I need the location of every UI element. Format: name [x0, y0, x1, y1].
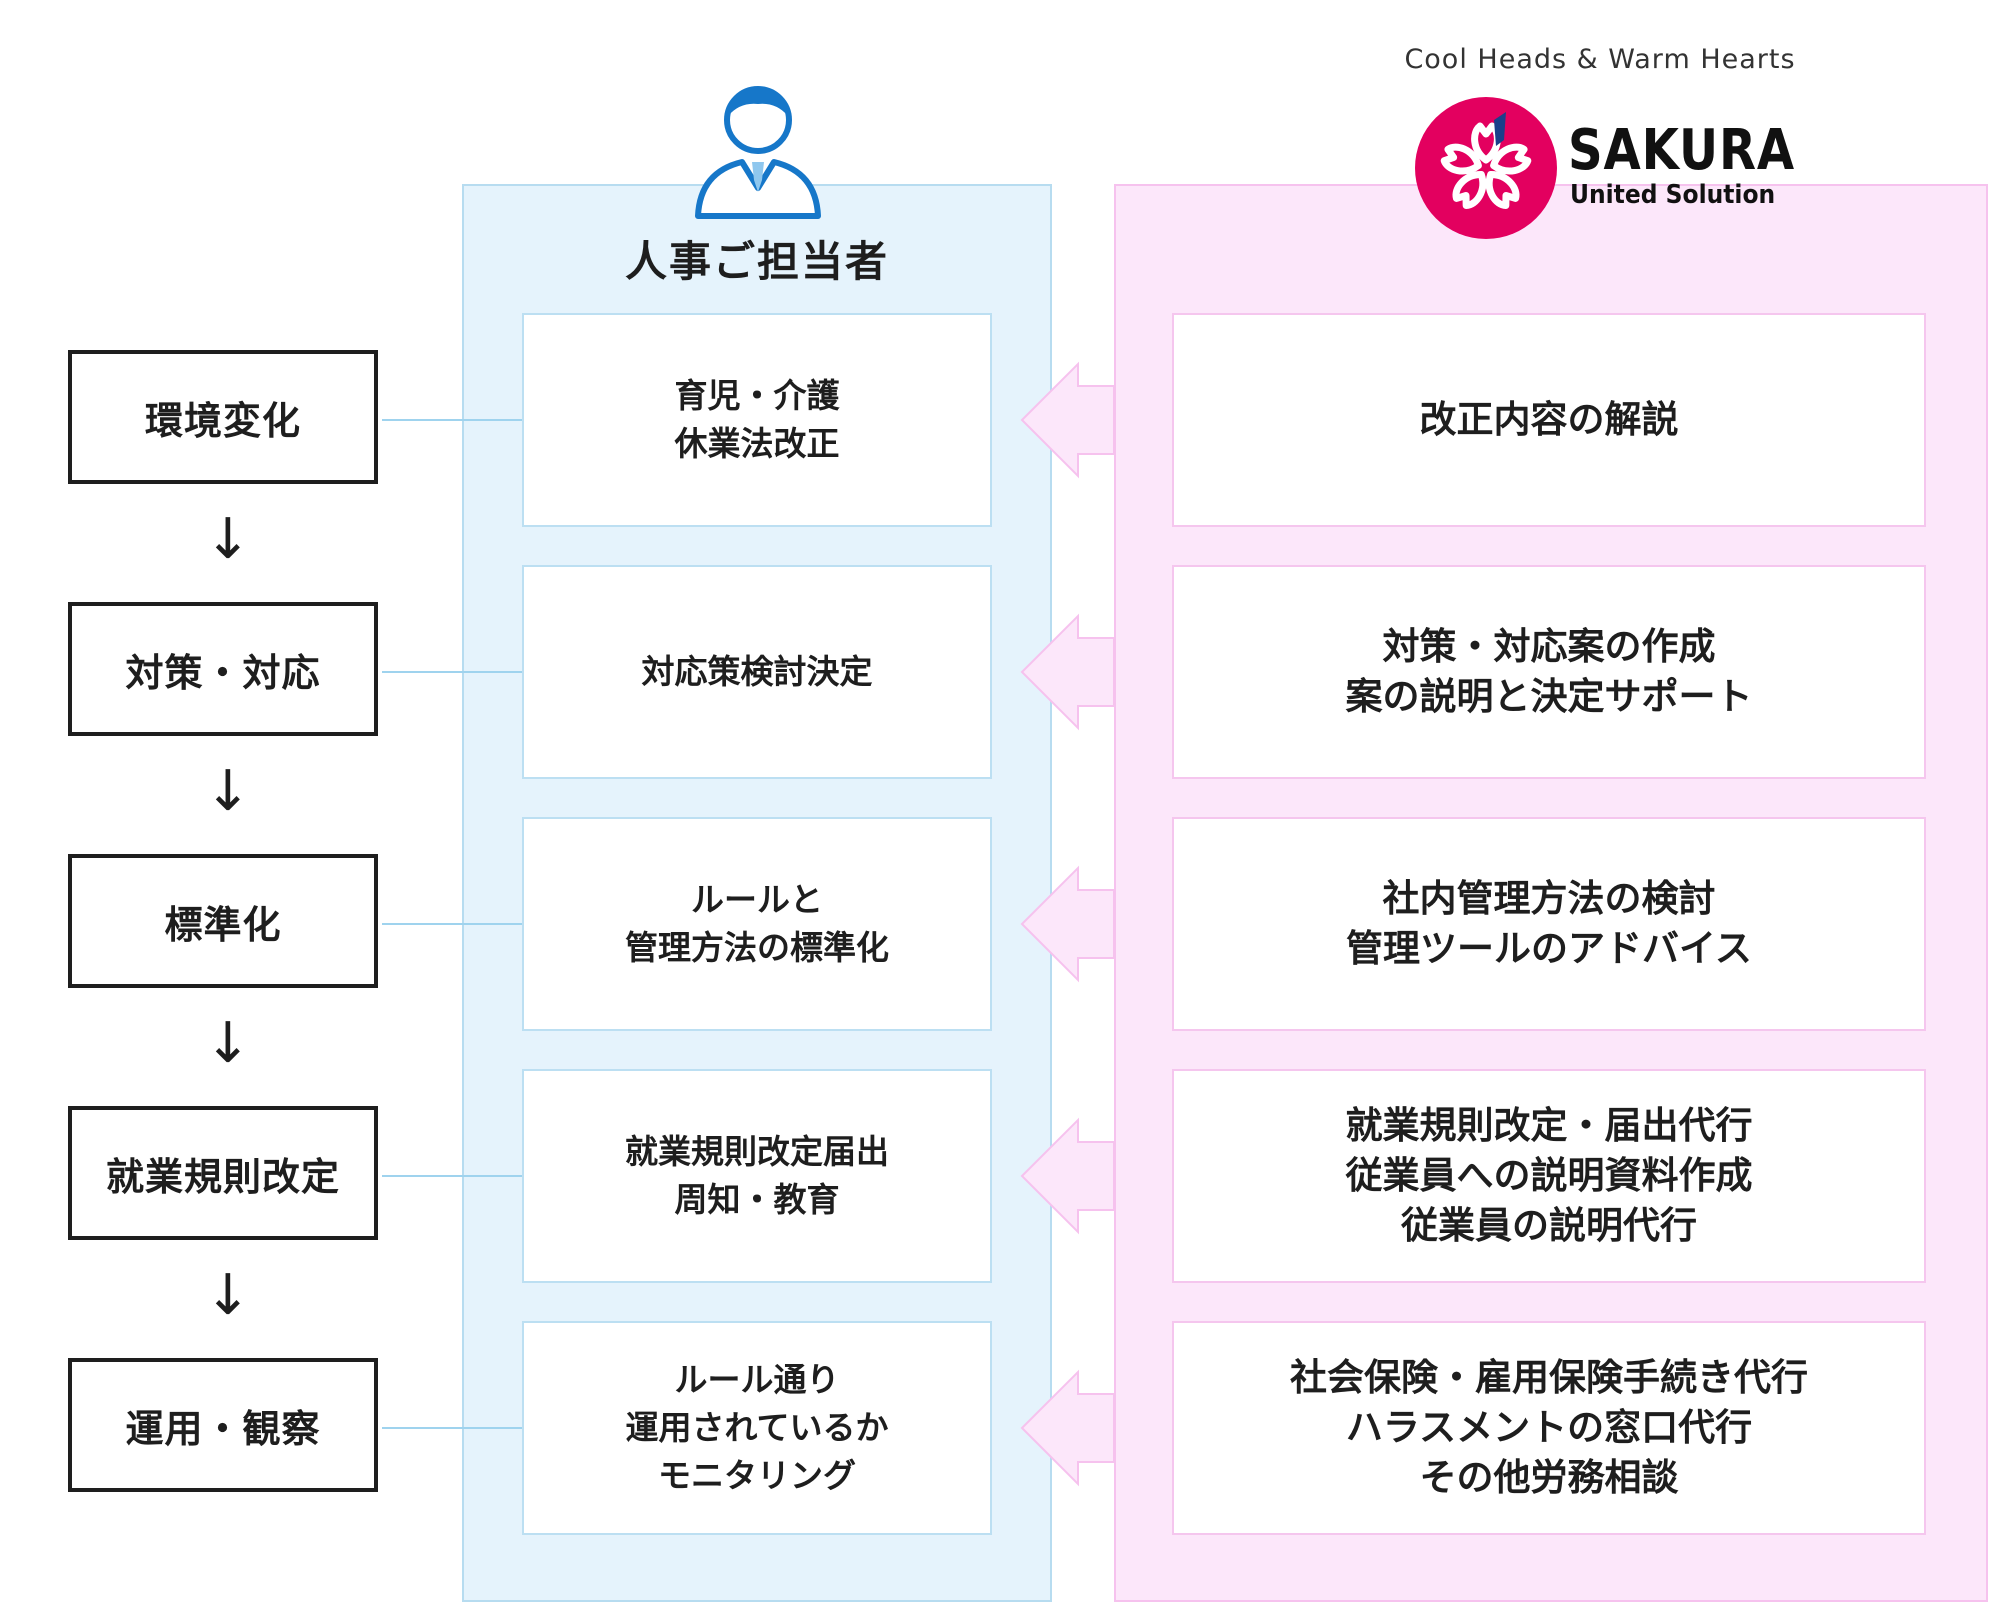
person-icon [690, 80, 826, 220]
brand-name: SAKURA [1568, 118, 1796, 183]
tagline: Cool Heads & Warm Hearts [1404, 44, 1796, 75]
left-arrow-icon [1020, 854, 1180, 994]
stage-box: 環境変化 [68, 350, 378, 484]
hr-task-line: ルール通り [674, 1360, 840, 1399]
down-arrow-icon: ↓ [204, 1263, 252, 1328]
hr-task-line: 対応策検討決定 [641, 652, 873, 691]
hr-task-line: 休業法改正 [674, 424, 840, 463]
hr-task-line: モニタリング [658, 1456, 856, 1495]
sakura-service-line: 管理ツールのアドバイス [1346, 927, 1752, 970]
hr-task-box: 育児・介護 休業法改正 [522, 313, 992, 527]
sakura-logo [1414, 96, 1558, 240]
down-arrow-icon: ↓ [204, 759, 252, 824]
hr-task-line: 管理方法の標準化 [625, 928, 889, 967]
hr-task-line: 育児・介護 [674, 376, 840, 415]
sakura-service-line: 就業規則改定・届出代行 [1345, 1104, 1753, 1147]
stage-box: 標準化 [68, 854, 378, 988]
hr-task-box: ルール通り 運用されているか モニタリング [522, 1321, 992, 1535]
left-arrow-icon [1020, 350, 1180, 490]
connector-line [382, 1427, 522, 1429]
sakura-service-line: ハラスメントの窓口代行 [1345, 1406, 1753, 1449]
stage-box: 対策・対応 [68, 602, 378, 736]
sakura-service-line: 対策・対応案の作成 [1382, 625, 1716, 668]
sakura-service-line: 従業員の説明代行 [1401, 1204, 1697, 1247]
hr-task-box: 対応策検討決定 [522, 565, 992, 779]
sakura-service-box: 改正内容の解説 [1172, 313, 1926, 527]
left-arrow-icon [1020, 1106, 1180, 1246]
hr-task-line: ルールと [691, 880, 823, 919]
sakura-service-line: その他労務相談 [1419, 1456, 1679, 1499]
down-arrow-icon: ↓ [204, 1011, 252, 1076]
connector-line [382, 419, 522, 421]
sakura-service-line: 社会保険・雇用保険手続き代行 [1290, 1356, 1808, 1399]
sakura-service-box: 就業規則改定・届出代行 従業員への説明資料作成 従業員の説明代行 [1172, 1069, 1926, 1283]
stage-box: 就業規則改定 [68, 1106, 378, 1240]
down-arrow-icon: ↓ [204, 507, 252, 572]
sakura-service-line: 従業員への説明資料作成 [1345, 1154, 1753, 1197]
connector-line [382, 1175, 522, 1177]
sakura-service-line: 社内管理方法の検討 [1382, 877, 1716, 920]
sakura-service-box: 社会保険・雇用保険手続き代行 ハラスメントの窓口代行 その他労務相談 [1172, 1321, 1926, 1535]
connector-line [382, 923, 522, 925]
brand-subtitle: United Solution [1570, 180, 1776, 210]
hr-task-line: 運用されているか [625, 1408, 889, 1447]
sakura-service-line: 案の説明と決定サポート [1345, 675, 1753, 718]
left-arrow-icon [1020, 602, 1180, 742]
stage-box: 運用・観察 [68, 1358, 378, 1492]
sakura-service-line: 改正内容の解説 [1419, 398, 1679, 441]
sakura-service-box: 対策・対応案の作成 案の説明と決定サポート [1172, 565, 1926, 779]
sakura-flower-icon [1415, 97, 1557, 239]
hr-title: 人事ご担当者 [624, 237, 889, 286]
connector-line [382, 671, 522, 673]
hr-task-line: 周知・教育 [674, 1180, 840, 1219]
left-arrow-icon [1020, 1358, 1180, 1498]
hr-task-box: 就業規則改定届出 周知・教育 [522, 1069, 992, 1283]
hr-task-line: 就業規則改定届出 [625, 1132, 889, 1171]
hr-task-box: ルールと 管理方法の標準化 [522, 817, 992, 1031]
sakura-service-box: 社内管理方法の検討 管理ツールのアドバイス [1172, 817, 1926, 1031]
